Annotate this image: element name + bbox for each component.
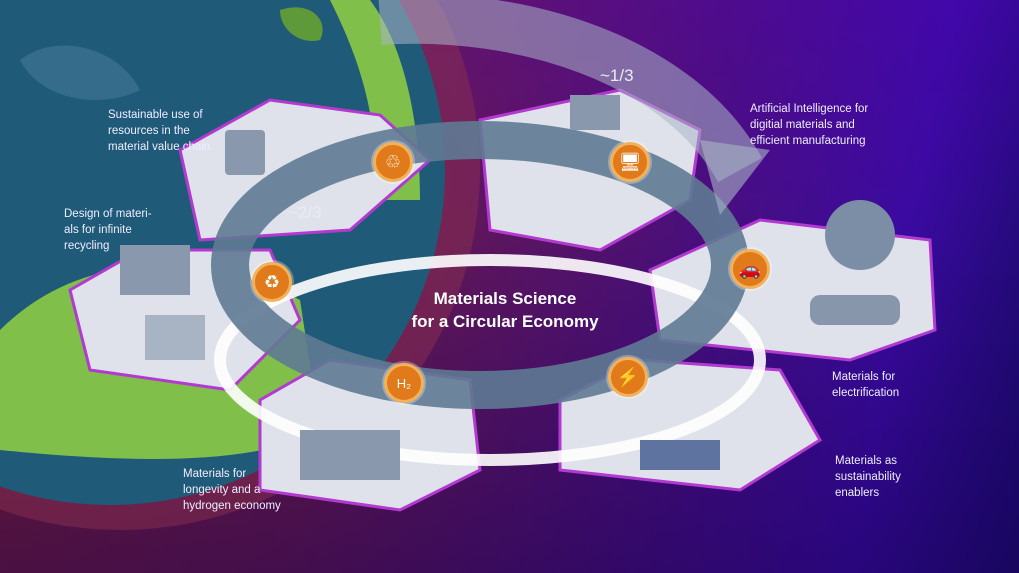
label-line: electrification — [832, 387, 900, 399]
fraction-left: ~2/3 — [288, 203, 322, 222]
label-line: Materials as — [835, 455, 897, 467]
recycle-icon: ♻ — [252, 262, 292, 302]
platform-ring — [214, 254, 766, 466]
title-line: Materials Science — [433, 289, 577, 308]
label-line: material value chain — [108, 141, 211, 153]
title-line: for a Circular Economy — [411, 312, 599, 331]
label-line: digitial materials and — [750, 119, 855, 131]
label-electrification: Materials for electrification — [832, 369, 899, 401]
label-sustainability: Materials as sustainability enablers — [835, 453, 901, 501]
diagram-title: Materials Science for a Circular Economy — [395, 287, 615, 333]
label-resources: Sustainable use of resources in the mate… — [108, 107, 210, 155]
label-hydrogen: Materials for longevity and a hydrogen e… — [183, 466, 281, 514]
leaf-bolt-icon: ⚡ — [608, 357, 648, 397]
resource-cycle-icon: ♲ — [373, 142, 413, 182]
label-line: efficient manufacturing — [750, 135, 866, 147]
fraction-top: ~1/3 — [600, 66, 634, 85]
label-line: Artificial Intelligence for — [750, 103, 869, 115]
label-line: Sustainable use of — [108, 109, 203, 121]
label-line: sustainability — [835, 471, 901, 483]
label-line: longevity and a — [183, 484, 261, 496]
electric-car-icon: 🚗 — [730, 249, 770, 289]
machines — [120, 95, 900, 480]
hydrogen-icon: H₂ — [384, 363, 424, 403]
label-line: enablers — [835, 487, 880, 499]
label-line: recycling — [64, 240, 110, 252]
label-line: als for infinite — [64, 224, 132, 236]
computer-chip-icon: 🖥 — [610, 142, 650, 182]
label-line: hydrogen economy — [183, 500, 281, 512]
label-line: Design of materi- — [64, 208, 152, 220]
label-ai: Artificial Intelligence for digitial mat… — [750, 101, 868, 149]
label-recycling: Design of materi- als for infinite recyc… — [64, 206, 152, 254]
label-line: resources in the — [108, 125, 190, 137]
label-line: Materials for — [832, 371, 896, 383]
label-line: Materials for — [183, 468, 247, 480]
